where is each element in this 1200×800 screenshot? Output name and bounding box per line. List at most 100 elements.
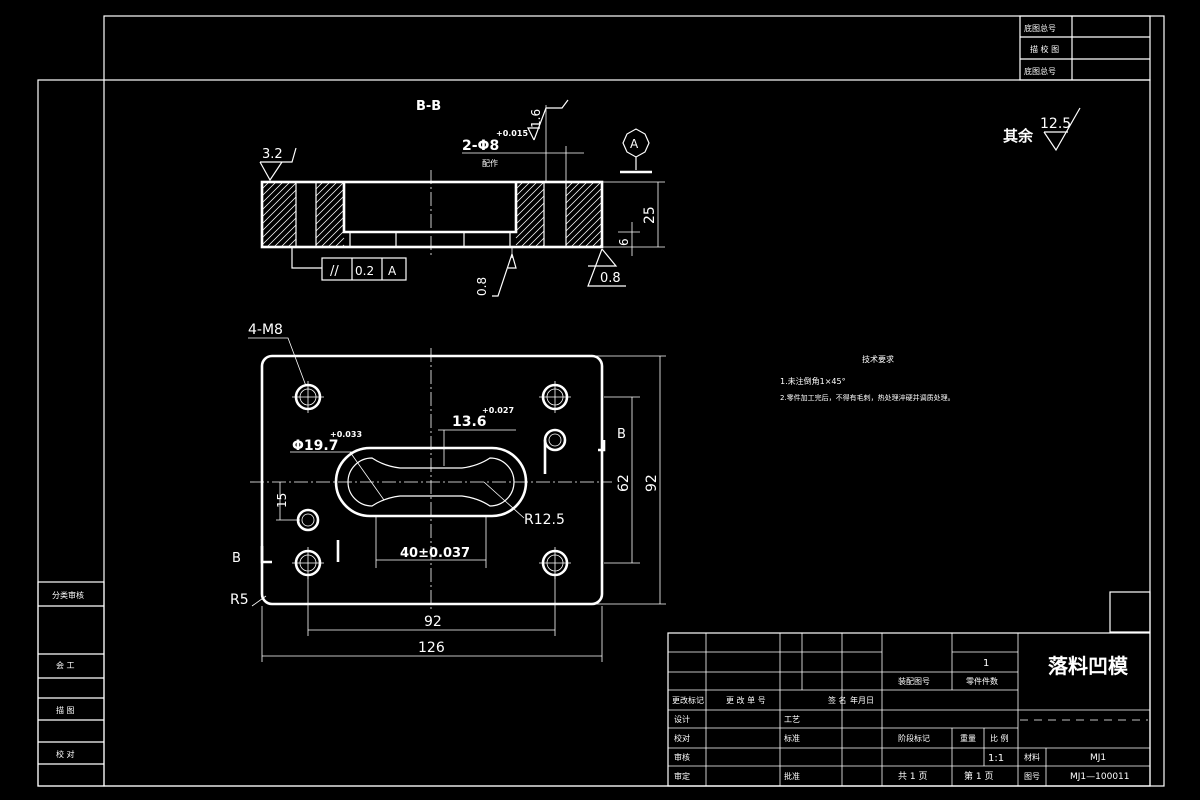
dim-25: 25 [642,206,658,224]
sheet-no: 第 1 页 [964,770,993,782]
change-no: 更 改 单 号 [726,695,766,705]
pin-hole-right [543,428,567,452]
hatch-line [261,182,297,218]
roughness-top: 1.6 [529,109,543,128]
hatch-line [515,188,545,218]
hatch-line [261,203,297,239]
hatch-line [515,181,538,204]
process-label: 工艺 [784,715,800,724]
hatch-line [261,210,297,246]
hatch-line [565,208,603,246]
approve-label: 审定 [674,771,690,781]
hatch-line [315,202,345,232]
rest-roughness-label: 其余 [1003,127,1034,145]
roughness-right: 0.8 [600,271,621,286]
material-label: 材料 [1024,752,1040,762]
top-table-cell-1: 底图总号 [1024,23,1056,33]
dim-62: 62 [616,474,632,492]
section-mark-right: B [617,427,626,442]
top-table-cell-2: 描 校 图 [1030,44,1059,54]
design-label: 设计 [674,714,690,724]
thread-holes-label: 4-M8 [248,322,283,338]
hatch-line [515,202,545,232]
dim-92-horizontal: 92 [424,614,442,630]
hatch-line [315,188,345,218]
hatch-line [273,224,297,248]
roughness-left: 3.2 [262,147,283,162]
hatch-line [541,244,545,248]
dim-40: 40±0.037 [400,546,470,561]
weight-label: 重量 [960,733,976,743]
hatch-line [515,181,524,190]
hatch-line [261,189,297,225]
hatch-line [315,209,345,239]
hatch-line [327,230,345,248]
tolerance-value: 0.2 [355,264,374,278]
slot-width-tol: +0.027 [482,406,514,415]
slot-width-dim: 13.6 [452,414,487,430]
part-title: 落料凹模 [1048,654,1129,678]
dim-126: 126 [418,640,445,656]
pin-hole-tol: +0.015 [496,129,528,138]
section-label: B-B [416,99,441,114]
hatch-line [515,181,545,211]
dim-15: 15 [275,493,289,508]
top-right-table: 底图总号 描 校 图 底图总号 [1019,15,1151,81]
drawing-no-label: 图号 [1024,772,1040,781]
change-date: 年月日 [850,695,874,705]
left-cell-3: 描 图 [56,705,75,715]
hatch-line [520,223,545,248]
review-label: 审核 [674,752,690,762]
hatch-line [591,236,603,248]
hatch-line [315,181,324,190]
hatch-line [315,195,345,225]
left-cell-1: 分类审核 [52,590,84,600]
hatch-line [565,181,595,211]
hatch-line [565,187,603,225]
hatch-line [261,181,277,197]
hatch-line [570,215,603,248]
hatch-line [334,237,345,248]
standard-label: 标准 [784,733,800,743]
hatch-line [315,181,338,204]
left-cell-2: 会 工 [56,660,75,670]
plan-view: B B 4-M8 Φ19.7 +0.033 13.6 +0.027 R12.5 … [230,322,666,662]
section-view: B-B 25 6 A 1.6 2-Φ8 [259,99,665,297]
hatch-line [515,195,545,225]
notes-title: 技术要求 [862,354,894,364]
material-value: MJ1 [1090,753,1106,763]
section-mark-left: B [232,551,241,566]
hatch-line [315,181,345,211]
rest-roughness: 其余 12.5 [1003,107,1081,152]
hatch-line [266,217,297,248]
hatch-line [565,181,581,197]
title-block: 落料凹模 1 装配图号 零件件数 更改标记 更 改 单 号 签 名 年月日 设计… [667,632,1151,787]
hatch-line [565,201,603,239]
hatch-line [565,181,588,204]
notes-line-2: 2.零件加工完后，不得有毛刺，热处理淬硬并调质处理。 [780,393,955,402]
left-column-table: 分类审核 会 工 描 图 校 对 [37,581,105,787]
hatch-line [515,209,545,239]
hatch-line [534,237,545,248]
datum-a-symbol [622,128,650,158]
hatch-line [280,231,297,248]
hatch-line [315,216,345,246]
hatch-line [341,244,345,248]
pin-hole-left [296,508,320,532]
corner-radius: R5 [230,592,249,608]
dim-92-vertical: 92 [644,474,660,492]
slot-radius: R12.5 [524,512,565,528]
tolerance-symbol: // [330,264,339,279]
hatch-line [261,181,291,211]
hatch-line [261,181,284,204]
notes-line-1: 1.未注倒角1×45° [780,376,846,386]
inner-frame [103,15,1165,787]
top-table-cell-3: 底图总号 [1024,66,1056,76]
check-label: 校对 [674,733,690,743]
left-cell-4: 校 对 [56,749,75,759]
pin-hole-dim: 2-Φ8 [462,138,499,154]
hatch-line [315,181,331,197]
technical-notes: 技术要求 1.未注倒角1×45° 2.零件加工完后，不得有毛刺，热处理淬硬并调质… [780,354,955,402]
approve2-label: 批准 [784,771,800,781]
